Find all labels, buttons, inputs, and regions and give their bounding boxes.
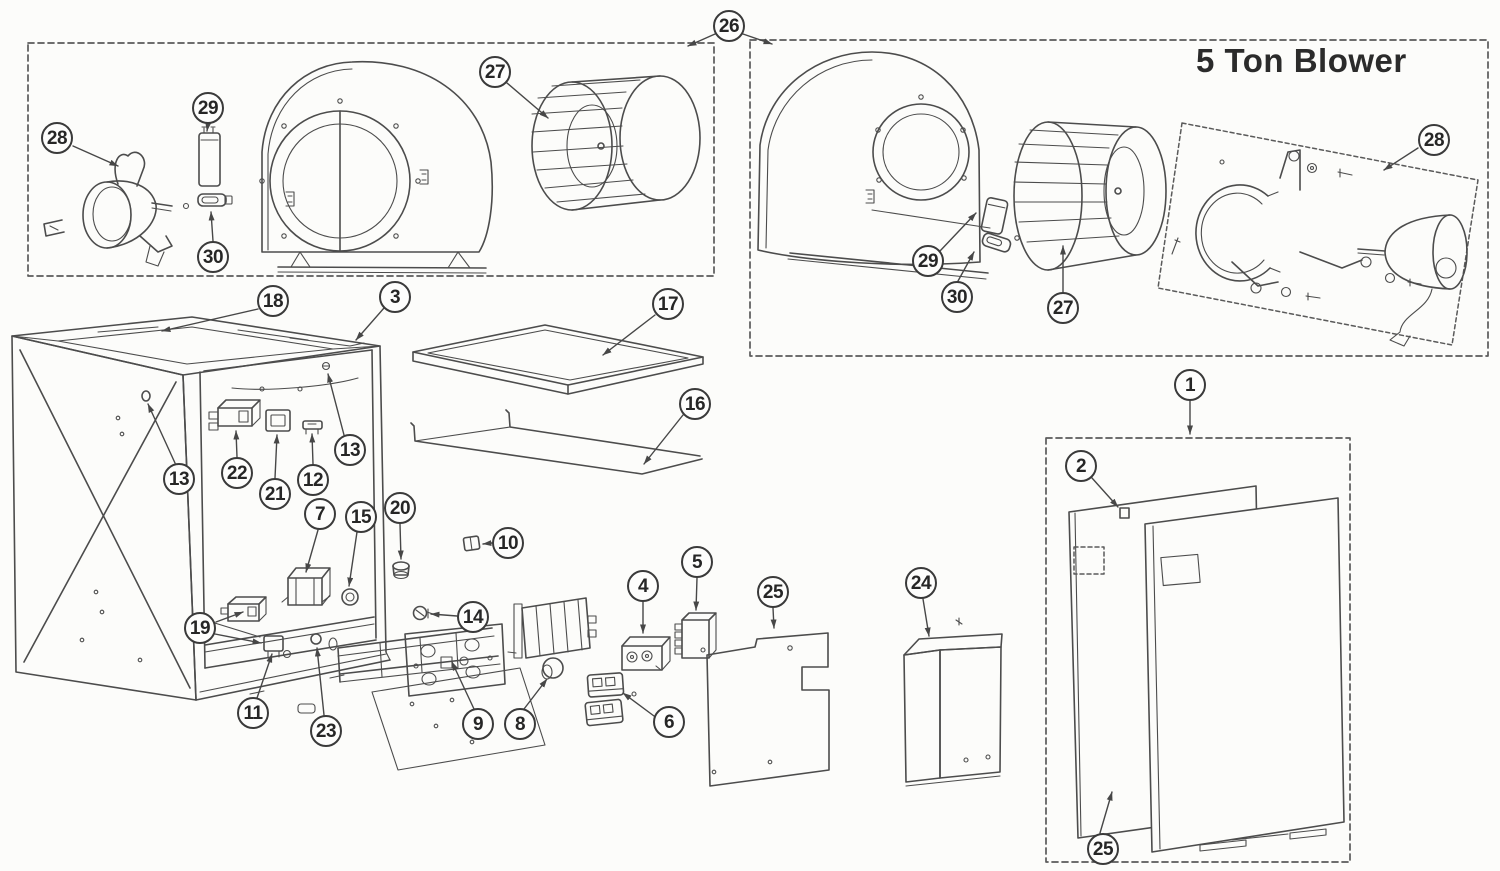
callout-9: 9 bbox=[462, 708, 494, 740]
callout-28-left: 28 bbox=[41, 122, 73, 154]
callout-20: 20 bbox=[384, 492, 416, 524]
callout-25-middle: 25 bbox=[757, 576, 789, 608]
callout-18: 18 bbox=[257, 285, 289, 317]
callout-23: 23 bbox=[310, 715, 342, 747]
callout-27-left: 27 bbox=[479, 56, 511, 88]
five-ton-blower-assembly-box bbox=[749, 39, 1489, 357]
callout-29-left: 29 bbox=[192, 92, 224, 124]
callout-29-right: 29 bbox=[912, 245, 944, 277]
callout-5: 5 bbox=[681, 546, 713, 578]
callout-13-right: 13 bbox=[334, 434, 366, 466]
connector-blocks-6 bbox=[584, 672, 637, 727]
blower-housing-left bbox=[259, 60, 494, 274]
callout-11: 11 bbox=[237, 697, 269, 729]
door-panel-box bbox=[1045, 437, 1351, 863]
cap-20 bbox=[392, 561, 410, 580]
callout-8: 8 bbox=[504, 708, 536, 740]
sequencer-5 bbox=[674, 612, 717, 659]
blower-wheel-left bbox=[531, 75, 701, 211]
left-blower-assembly-box bbox=[27, 42, 715, 277]
furnace-cabinet bbox=[11, 316, 391, 714]
callout-10: 10 bbox=[492, 527, 524, 559]
limit-element bbox=[513, 597, 597, 659]
blower-wheel-right bbox=[1013, 121, 1167, 271]
transformer-7 bbox=[281, 567, 331, 606]
callout-22: 22 bbox=[221, 457, 253, 489]
callout-2: 2 bbox=[1065, 450, 1097, 482]
screw-13 bbox=[321, 361, 331, 371]
bracket-12 bbox=[302, 420, 323, 435]
diagram-title: 5 Ton Blower bbox=[1196, 42, 1407, 79]
plug-part bbox=[297, 703, 316, 714]
clip-10 bbox=[462, 535, 481, 552]
callout-19: 19 bbox=[184, 612, 216, 644]
callout-3: 3 bbox=[379, 281, 411, 313]
grommet-23 bbox=[310, 633, 338, 651]
screw-14 bbox=[412, 605, 437, 621]
callout-13-left: 13 bbox=[163, 463, 195, 495]
control-box-24 bbox=[903, 617, 1003, 787]
callout-4: 4 bbox=[627, 570, 659, 602]
callout-21: 21 bbox=[259, 478, 291, 510]
wire-rod-16 bbox=[410, 409, 703, 475]
motor-kit-box bbox=[1157, 122, 1479, 347]
capacitor-strap-left bbox=[197, 193, 233, 207]
front-door-panel bbox=[1144, 497, 1345, 853]
top-panel-17 bbox=[412, 324, 704, 395]
side-panel-25 bbox=[706, 632, 830, 787]
capacitor-left bbox=[198, 126, 221, 187]
grommet-8 bbox=[541, 657, 564, 680]
callout-17: 17 bbox=[652, 288, 684, 320]
callout-30-right: 30 bbox=[941, 281, 973, 313]
screw-hole-13 bbox=[141, 390, 151, 402]
callout-28-right: 28 bbox=[1418, 124, 1450, 156]
callout-24: 24 bbox=[905, 567, 937, 599]
grommet-15 bbox=[341, 588, 359, 606]
callout-14: 14 bbox=[457, 601, 489, 633]
plate-21 bbox=[265, 409, 291, 432]
callout-6: 6 bbox=[653, 706, 685, 738]
blower-housing-right bbox=[757, 51, 991, 280]
callout-1: 1 bbox=[1174, 369, 1206, 401]
capacitor-right bbox=[980, 197, 1009, 235]
callout-15: 15 bbox=[345, 501, 377, 533]
callout-26: 26 bbox=[713, 10, 745, 42]
callout-30-left: 30 bbox=[197, 241, 229, 273]
relay-22 bbox=[208, 399, 261, 431]
callout-12: 12 bbox=[297, 464, 329, 496]
callout-25-right: 25 bbox=[1087, 833, 1119, 865]
heater-rack-9 bbox=[337, 623, 546, 771]
relay-19 bbox=[220, 596, 267, 622]
contactor-4 bbox=[621, 636, 671, 671]
callout-27-right: 27 bbox=[1047, 292, 1079, 324]
capacitor-strap-right bbox=[981, 232, 1012, 253]
callout-7: 7 bbox=[304, 498, 336, 530]
callout-16: 16 bbox=[679, 388, 711, 420]
door-clip-2 bbox=[1119, 507, 1130, 519]
blower-motor-left bbox=[43, 151, 190, 267]
callout-leaders bbox=[72, 33, 1419, 834]
